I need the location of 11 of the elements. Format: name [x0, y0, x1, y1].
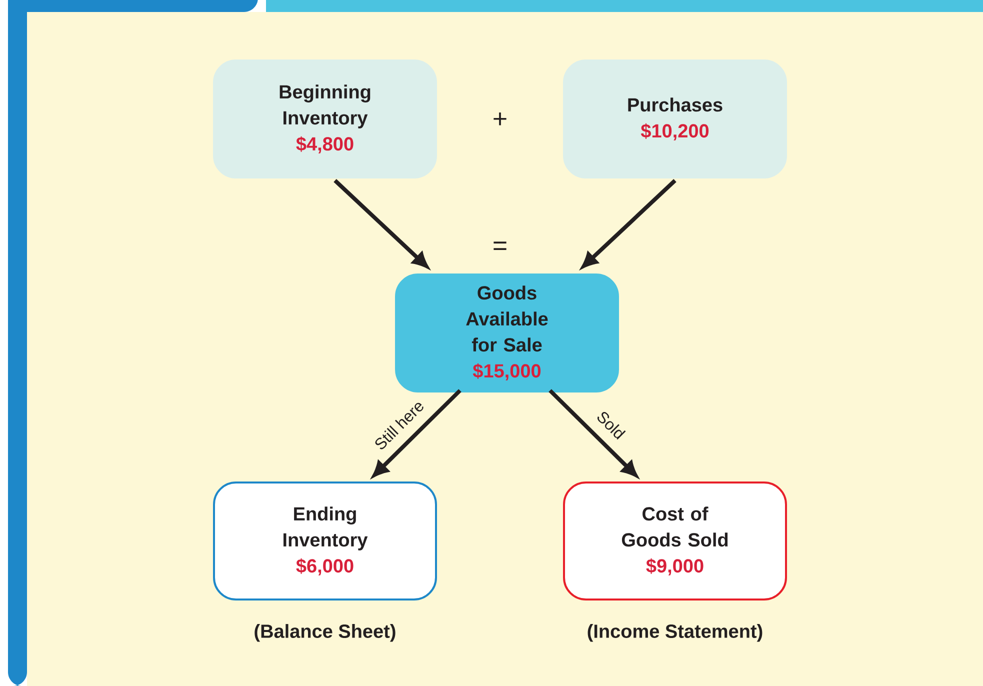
operator-sign: + — [494, 112, 506, 126]
account-box: Purchases $10,200 — [563, 60, 787, 178]
account-box: Beginning Inventory $4,800 — [213, 60, 437, 178]
node-label: (Balance Sheet) — [254, 624, 396, 642]
node-label: (Income Statement) — [588, 624, 762, 642]
operator-sign: = — [494, 242, 506, 250]
account-box: Cost of Goods Sold $9,000 — [563, 482, 787, 600]
arrow — [548, 389, 638, 477]
account-box: Ending Inventory $6,000 — [213, 482, 437, 600]
arrow — [372, 389, 462, 477]
account-box: Goods Available for Sale $15,000 — [395, 274, 619, 392]
